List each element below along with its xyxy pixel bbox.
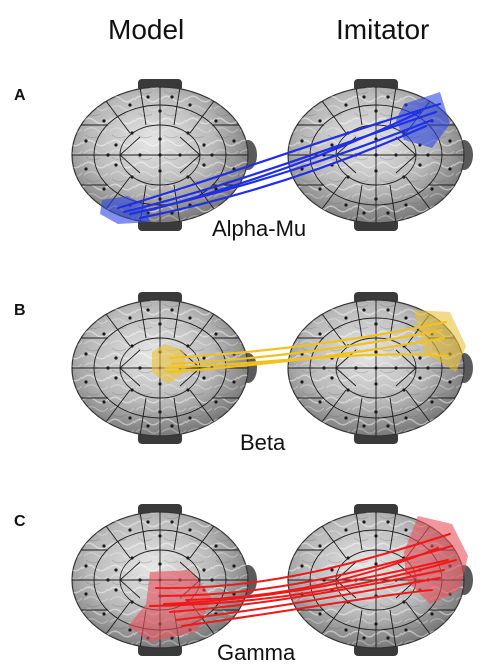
band-label-gamma: Gamma <box>217 640 296 665</box>
panel-letter-a: A <box>14 87 26 104</box>
model-region-b <box>152 344 186 384</box>
panel-letter-c: C <box>14 513 26 530</box>
connections-c <box>149 533 457 627</box>
model-head-a <box>72 79 257 231</box>
model-column-title: Model <box>108 14 185 45</box>
connections-a <box>116 102 442 220</box>
connections-b <box>164 320 450 374</box>
imitator-column-title: Imitator <box>336 14 430 45</box>
panel-letter-b: B <box>14 302 26 319</box>
band-label-beta: Beta <box>240 430 286 455</box>
panel-b <box>72 292 473 444</box>
imitator-head-a <box>288 79 473 231</box>
band-label-alpha-mu: Alpha-Mu <box>212 216 307 241</box>
panel-a <box>72 79 473 231</box>
panel-c <box>72 504 473 656</box>
